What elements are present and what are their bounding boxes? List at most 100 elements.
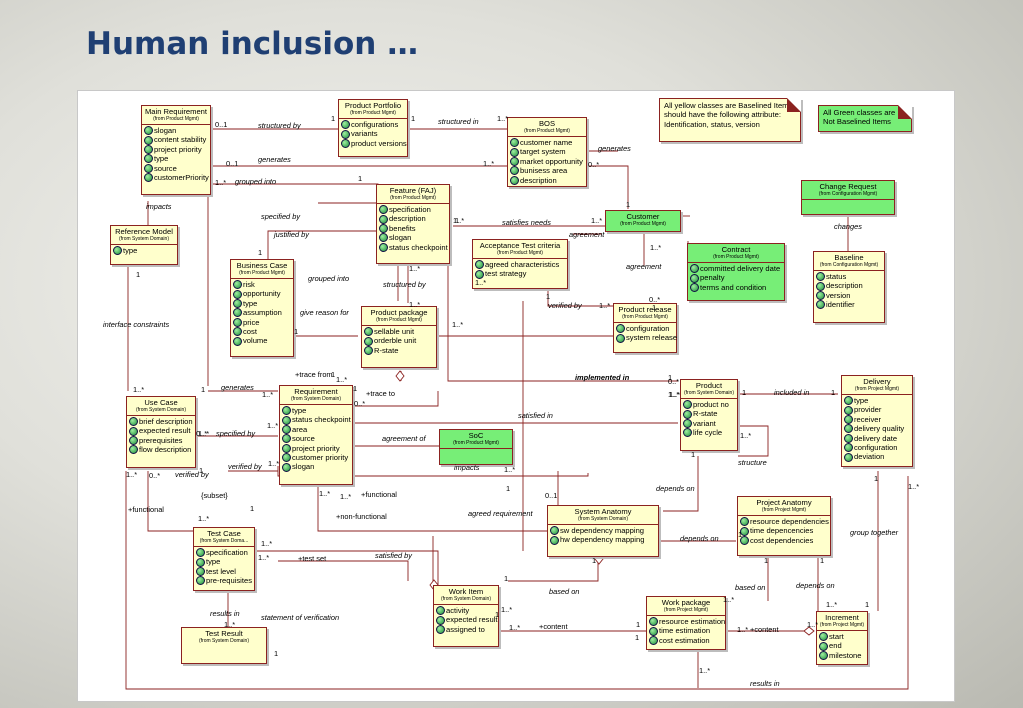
- multiplicity: 1: [874, 474, 879, 483]
- class-project-anatomy[interactable]: Project Anatomy(from Project Mgmt) resou…: [737, 496, 831, 556]
- multiplicity: 1..*: [650, 243, 662, 252]
- uml-diagram-canvas: All yellow classes are Baselined Items: …: [77, 90, 955, 702]
- multiplicity: 0..1: [545, 491, 558, 500]
- attribute-icon: [144, 163, 153, 173]
- class-soc[interactable]: SoC(from Product Mgmt): [439, 429, 513, 465]
- attribute-icon: [690, 273, 699, 283]
- label-depends-on: depends on: [680, 534, 719, 543]
- class-test-case[interactable]: Test Case(from System Doma... specificat…: [193, 527, 255, 591]
- label-functional: +functional: [361, 490, 397, 499]
- class-customer[interactable]: Customer(from Product Mgmt): [605, 210, 681, 232]
- attribute: hw dependency mapping: [550, 535, 656, 545]
- attribute-icon: [341, 129, 350, 139]
- class-bos[interactable]: BOS(from Product Mgmt) customer name tar…: [507, 117, 587, 187]
- class-product-package[interactable]: Product package(from Product Mgmt) sella…: [361, 306, 437, 368]
- label-structure: structure: [738, 458, 767, 467]
- class-work-package[interactable]: Work package(from Project Mgmt) resource…: [646, 596, 726, 650]
- label-trace-to: +trace to: [366, 389, 395, 398]
- class-feature[interactable]: Feature (FAJ)(from Product Mgmt) specifi…: [376, 184, 450, 264]
- multiplicity: 1: [635, 633, 640, 642]
- attribute-icon: [690, 264, 699, 274]
- attribute-icon: [196, 548, 205, 558]
- class-product[interactable]: Product(from System Domain) product no R…: [680, 379, 738, 451]
- multiplicity: 1..*: [591, 216, 603, 225]
- attribute-icon: [475, 260, 484, 270]
- attribute: type: [282, 406, 350, 416]
- class-delivery[interactable]: Delivery(from Project Mgmt) type provide…: [841, 375, 913, 467]
- attribute-icon: [510, 166, 519, 176]
- attribute: cost dependencies: [740, 536, 828, 546]
- multiplicity: 0..*: [196, 429, 208, 438]
- attribute: target system: [510, 147, 584, 157]
- attribute: prerequisites: [129, 436, 193, 446]
- class-name: Baseline: [834, 253, 864, 262]
- attribute: life cycle: [683, 428, 735, 438]
- class-name: Customer: [626, 212, 660, 221]
- multiplicity: 0..*: [668, 377, 680, 386]
- class-reference-model[interactable]: Reference Model(from System Domain) type: [110, 225, 178, 265]
- multiplicity: 1..*: [453, 216, 465, 225]
- attribute: system release: [616, 333, 677, 343]
- class-contract[interactable]: Contract(from Product Mgmt) committed de…: [687, 243, 785, 301]
- label-depends-on: depends on: [796, 581, 835, 590]
- attribute-icon: [233, 336, 242, 346]
- multiplicity: 1..*: [483, 159, 495, 168]
- class-requirement[interactable]: Requirement(from System Domain) type sta…: [279, 385, 353, 485]
- attribute-icon: [282, 443, 291, 453]
- class-package: (from Product Mgmt): [153, 116, 199, 122]
- attribute-icon: [740, 536, 749, 546]
- attribute: delivery date: [844, 434, 910, 443]
- multiplicity: 1: [331, 370, 336, 379]
- attribute-icon: [616, 324, 625, 334]
- label-generates: generates: [598, 144, 631, 153]
- attribute: configurations: [341, 120, 405, 130]
- class-acceptance-test-criteria[interactable]: Acceptance Test criteria(from Product Mg…: [472, 239, 568, 289]
- baseline-note-text: All yellow classes are Baselined Items: …: [664, 101, 795, 129]
- attribute-icon: [144, 154, 153, 164]
- class-system-anatomy[interactable]: System Anatomy(from System Domain) sw de…: [547, 505, 659, 557]
- class-baseline[interactable]: Baseline(from Configuration Mgmt) status…: [813, 251, 885, 323]
- attribute: brief description: [129, 417, 193, 427]
- label-structured-by: structured by: [258, 121, 301, 130]
- multiplicity: 1..*: [699, 666, 711, 675]
- label-verified-by: verified by: [548, 301, 582, 310]
- attribute-icon: [282, 425, 291, 435]
- class-product-release[interactable]: Product release(from Product Mgmt) confi…: [613, 303, 677, 353]
- attribute-icon: [683, 428, 692, 438]
- attribute: bunisess area: [510, 166, 584, 176]
- class-package: (from Product Mgmt): [376, 317, 422, 323]
- label-results-in: results in: [750, 679, 780, 688]
- attribute: resource estimation: [649, 617, 725, 627]
- class-product-portfolio[interactable]: Product Portfolio(from Product Mgmt) con…: [338, 99, 408, 157]
- class-name: Product: [695, 381, 723, 390]
- class-change-request[interactable]: Change Request(from Configuration Mgmt): [801, 180, 895, 215]
- multiplicity: 1..*: [319, 489, 331, 498]
- multiplicity: 1..*: [409, 300, 421, 309]
- class-main-requirement[interactable]: Main Requirement(from Product Mgmt) slog…: [141, 105, 211, 195]
- attribute-icon: [129, 426, 138, 436]
- label-content: +content: [750, 625, 779, 634]
- attribute: benefits: [379, 224, 447, 234]
- attribute-icon: [649, 626, 658, 636]
- attribute-icon: [144, 145, 153, 155]
- class-name: Product package: [370, 308, 428, 317]
- multiplicity: 1: [668, 373, 673, 382]
- attribute-icon: [144, 173, 153, 183]
- attribute-icon: [550, 535, 559, 545]
- class-use-case[interactable]: Use Case(from System Domain) brief descr…: [126, 396, 196, 468]
- multiplicity: 0..*: [588, 160, 600, 169]
- attribute: deviation: [844, 452, 910, 462]
- attribute: description: [379, 214, 447, 224]
- multiplicity: 1..*: [668, 390, 680, 399]
- class-test-result[interactable]: Test Result(from System Domain): [181, 627, 267, 664]
- attribute-icon: [196, 567, 205, 577]
- class-increment[interactable]: Increment(from Project Mgmt) start end m…: [816, 611, 868, 665]
- label-satisfied-by: satisfied by: [375, 551, 412, 560]
- label-based-on: based on: [735, 583, 766, 592]
- class-business-case[interactable]: Business Case(from Product Mgmt) risk op…: [230, 259, 294, 357]
- label-functional: +functional: [128, 505, 164, 514]
- attribute: specification: [196, 548, 252, 558]
- multiplicity: 1..*: [409, 264, 421, 273]
- multiplicity: 1: [455, 216, 460, 225]
- class-work-item[interactable]: Work Item(from System Domain) activity e…: [433, 585, 499, 647]
